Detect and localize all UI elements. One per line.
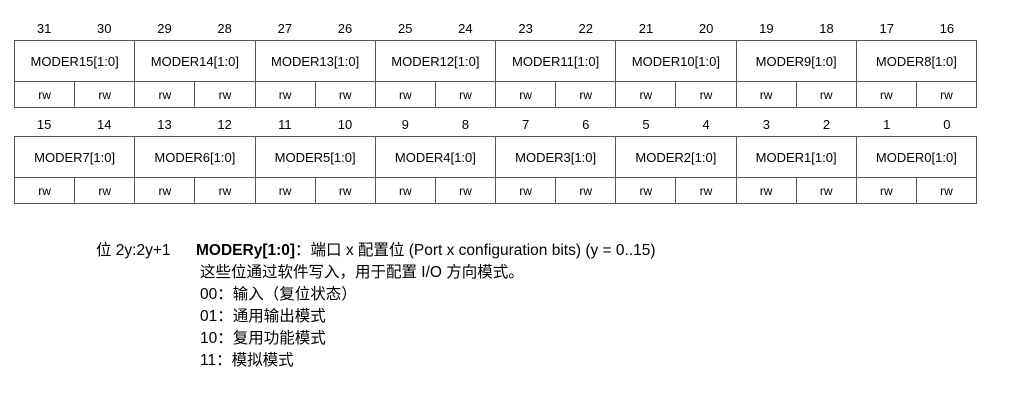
field-name: MODERy[1:0] xyxy=(196,242,296,259)
register-upper-half: 31 30 29 28 27 26 25 24 23 22 21 20 19 18 17 16 MODER15… xyxy=(13,18,978,108)
bit-number: 19 xyxy=(759,21,774,36)
bit-number: 25 xyxy=(397,21,413,36)
register-field: MODER3[1:0] xyxy=(494,136,617,178)
bit-number: 9 xyxy=(401,117,409,132)
bit-number: 13 xyxy=(157,117,172,132)
bit-number: 18 xyxy=(819,21,834,36)
access-type: rw xyxy=(494,81,557,108)
bit-number: 4 xyxy=(702,117,710,132)
bit-number: 12 xyxy=(217,117,232,132)
access-type: rw xyxy=(134,177,196,204)
access-type: rw xyxy=(915,177,978,204)
access-type: rw xyxy=(374,81,436,108)
access-type: rw xyxy=(494,177,557,204)
register-field: MODER0[1:0] xyxy=(855,136,978,178)
bit-number: 31 xyxy=(36,21,52,36)
access-type: rw xyxy=(74,81,136,108)
register-field: MODER7[1:0] xyxy=(13,136,136,178)
register-field: MODER13[1:0] xyxy=(254,40,376,82)
access-type: rw xyxy=(795,177,857,204)
value-item: 11：模拟模式 xyxy=(200,352,294,369)
register-field: MODER8[1:0] xyxy=(855,40,978,82)
bit-number: 0 xyxy=(943,117,951,132)
bit-number: 23 xyxy=(518,21,533,36)
bit-numbers-upper: 31 30 29 28 27 26 25 24 23 22 21 20 19 18 17 16 xyxy=(14,18,977,40)
bit-number: 11 xyxy=(278,117,292,132)
access-type: rw xyxy=(555,177,617,204)
bit-number: 1 xyxy=(883,117,891,132)
access-type: rw xyxy=(434,81,497,108)
access-type: rw xyxy=(434,177,497,204)
value-item: 01：通用输出模式 xyxy=(200,308,326,325)
access-type: rw xyxy=(13,81,76,108)
bit-number: 2 xyxy=(822,117,831,132)
bit-number: 16 xyxy=(939,21,955,36)
access-type: rw xyxy=(194,81,256,108)
bit-number: 21 xyxy=(638,21,654,36)
bit-number: 15 xyxy=(36,117,52,132)
bit-number: 5 xyxy=(642,117,650,132)
access-type: rw xyxy=(13,177,76,204)
register-field: MODER4[1:0] xyxy=(374,136,497,178)
access-type: rw xyxy=(615,177,677,204)
register-field: MODER14[1:0] xyxy=(134,40,256,82)
register-field: MODER11[1:0] xyxy=(494,40,617,82)
register-field: MODER15[1:0] xyxy=(13,40,136,82)
bit-number: 6 xyxy=(582,117,590,132)
bit-number: 20 xyxy=(698,21,714,36)
value-item: 10：复用功能模式 xyxy=(200,330,326,347)
bit-number: 8 xyxy=(461,117,470,132)
access-type: rw xyxy=(74,177,136,204)
bit-number: 29 xyxy=(157,21,172,36)
bit-number: 3 xyxy=(762,117,770,132)
value-item: 00：输入（复位状态） xyxy=(200,286,357,303)
access-type: rw xyxy=(855,81,917,108)
access-type: rw xyxy=(855,177,917,204)
bit-number: 28 xyxy=(217,21,232,36)
access-type: rw xyxy=(795,81,857,108)
bit-position: 位 2y:2y+1 xyxy=(96,242,171,259)
register-table-upper: MODER15[1:0]MODER14[1:0]MODER13[1:0]MODE… xyxy=(13,40,978,108)
register-field: MODER9[1:0] xyxy=(735,40,857,82)
bit-number: 26 xyxy=(337,21,353,36)
access-type: rw xyxy=(735,177,797,204)
field-title: ：端口 x 配置位 (Port x configuration bits) (y… xyxy=(295,242,656,259)
access-type: rw xyxy=(615,81,677,108)
register-table-lower: MODER7[1:0]MODER6[1:0]MODER5[1:0]MODER4[… xyxy=(13,136,978,204)
register-field: MODER5[1:0] xyxy=(254,136,376,178)
bit-number: 17 xyxy=(879,21,894,36)
bit-number: 24 xyxy=(458,21,473,36)
access-type: rw xyxy=(915,81,978,108)
access-type: rw xyxy=(314,81,376,108)
register-field: MODER1[1:0] xyxy=(735,136,857,178)
access-type: rw xyxy=(675,177,737,204)
bit-number: 14 xyxy=(97,117,112,132)
access-type: rw xyxy=(675,81,737,108)
bit-number: 10 xyxy=(337,117,353,132)
field-description: 位 2y:2y+1 MODERy[1:0]：端口 x 配置位 (Port x co… xyxy=(96,240,656,372)
bit-number: 22 xyxy=(578,21,594,36)
access-type: rw xyxy=(254,177,316,204)
register-field: MODER10[1:0] xyxy=(615,40,737,82)
access-type: rw xyxy=(735,81,797,108)
access-type: rw xyxy=(374,177,436,204)
access-type: rw xyxy=(254,81,316,108)
access-type: rw xyxy=(555,81,617,108)
description-body: 这些位通过软件写入，用于配置 I/O 方向模式。 00：输入（复位状态） 01：… xyxy=(96,262,656,372)
register-field: MODER12[1:0] xyxy=(374,40,497,82)
bit-number: 7 xyxy=(521,117,530,132)
bit-number: 27 xyxy=(277,21,293,36)
access-type: rw xyxy=(194,177,256,204)
register-field: MODER6[1:0] xyxy=(134,136,256,178)
description-heading: 位 2y:2y+1 MODERy[1:0]：端口 x 配置位 (Port x co… xyxy=(96,240,656,262)
description-summary: 这些位通过软件写入，用于配置 I/O 方向模式。 xyxy=(200,264,524,281)
access-type: rw xyxy=(134,81,196,108)
bit-number: 30 xyxy=(97,21,112,36)
access-type: rw xyxy=(314,177,376,204)
register-field: MODER2[1:0] xyxy=(615,136,737,178)
